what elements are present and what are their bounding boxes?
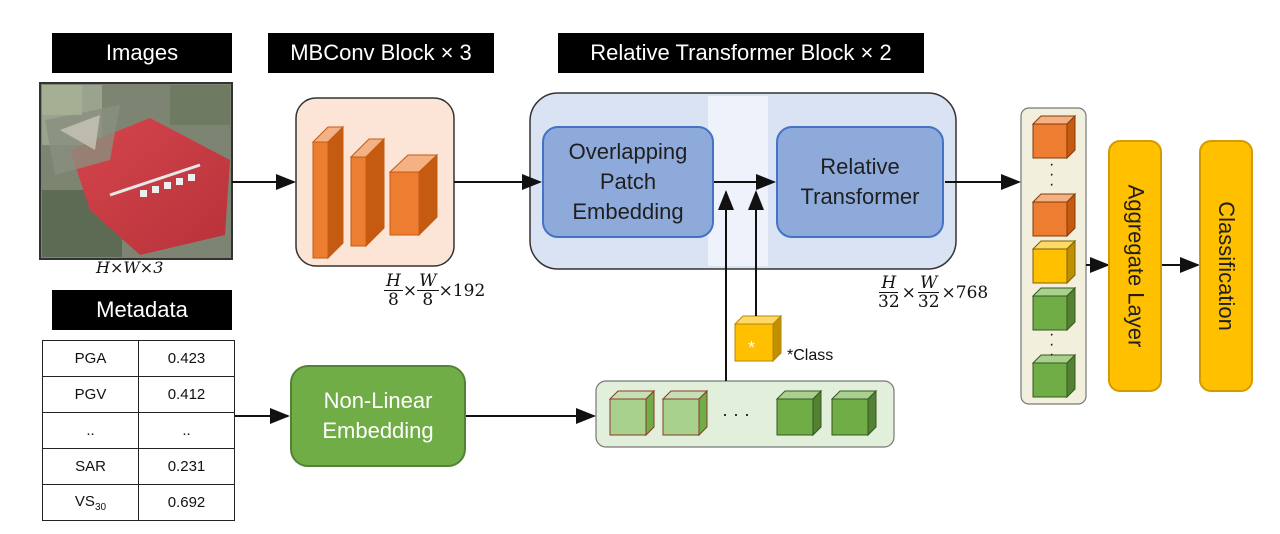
output-vdots-top: · · · bbox=[1049, 156, 1055, 193]
metadata-key-cell: PGV bbox=[42, 376, 139, 413]
transformer-dims-num-b: W bbox=[917, 273, 940, 293]
transformer-dims-den-b: 32 bbox=[917, 292, 940, 312]
mbconv-dims-num-b: W bbox=[417, 271, 439, 291]
class-token-cube bbox=[733, 314, 783, 363]
mbconv-layers bbox=[311, 125, 439, 260]
relative-transformer-label: Relative Transformer bbox=[800, 154, 920, 209]
transformer-dims-num-a: H bbox=[879, 273, 899, 293]
green-output-cube bbox=[1031, 286, 1077, 332]
aggregate-layer-label: Aggregate Layer bbox=[1123, 184, 1149, 348]
mbconv-dims-tail: ×192 bbox=[438, 280, 486, 301]
metadata-key-cell: SAR bbox=[42, 448, 139, 485]
transformer-dims-tail: ×768 bbox=[941, 282, 989, 303]
orange-output-cube bbox=[1031, 114, 1077, 160]
image-dims-label: H×W×3 bbox=[96, 258, 164, 277]
classification-block: Classification bbox=[1199, 140, 1253, 392]
metadata-key-cell: .. bbox=[42, 412, 139, 449]
mbconv-dims-num-a: H bbox=[384, 271, 403, 291]
metadata-value-cell: 0.423 bbox=[138, 340, 235, 377]
mbconv-dims-den-a: 8 bbox=[388, 290, 399, 310]
transformer-header: Relative Transformer Block × 2 bbox=[558, 33, 924, 73]
satellite-image bbox=[39, 82, 233, 260]
metadata-value-cell: 0.412 bbox=[138, 376, 235, 413]
aggregate-layer-block: Aggregate Layer bbox=[1108, 140, 1162, 392]
class-token-label: *Class bbox=[787, 347, 834, 364]
metadata-value-cell: .. bbox=[138, 412, 235, 449]
metadata-value-cell: 0.692 bbox=[138, 484, 235, 521]
metadata-header: Metadata bbox=[52, 290, 232, 330]
output-tokens bbox=[1031, 114, 1077, 399]
metadata-row: .... bbox=[42, 412, 235, 449]
light-token-cube bbox=[608, 389, 656, 437]
nonlinear-embedding-label: Non-Linear Embedding bbox=[322, 388, 434, 443]
dark-token-cube bbox=[775, 389, 823, 437]
metadata-key-cell: PGA bbox=[42, 340, 139, 377]
class-star: * bbox=[748, 338, 756, 358]
images-header: Images bbox=[52, 33, 232, 73]
patch-embedding-label: Overlapping Patch Embedding bbox=[568, 139, 688, 224]
token-ellipsis: · · · bbox=[722, 404, 750, 424]
metadata-value-cell: 0.231 bbox=[138, 448, 235, 485]
class-output-cube bbox=[1031, 239, 1077, 285]
metadata-tokens bbox=[608, 389, 878, 437]
mbconv-header: MBConv Block × 3 bbox=[268, 33, 494, 73]
orange-output-cube bbox=[1031, 192, 1077, 238]
patch-embedding-block: Overlapping Patch Embedding bbox=[542, 126, 714, 238]
green-output-cube bbox=[1031, 353, 1077, 399]
mbconv-dims-den-b: 8 bbox=[422, 290, 434, 310]
light-token-cube bbox=[661, 389, 709, 437]
dark-token-cube bbox=[830, 389, 878, 437]
transformer-dims-den-a: 32 bbox=[878, 292, 900, 312]
classification-label: Classification bbox=[1214, 201, 1240, 331]
relative-transformer-block: Relative Transformer bbox=[776, 126, 944, 238]
metadata-key-cell: VS30 bbox=[42, 484, 139, 521]
output-vdots-bottom: · · · bbox=[1049, 326, 1055, 363]
nonlinear-embedding-block: Non-Linear Embedding bbox=[290, 365, 466, 467]
